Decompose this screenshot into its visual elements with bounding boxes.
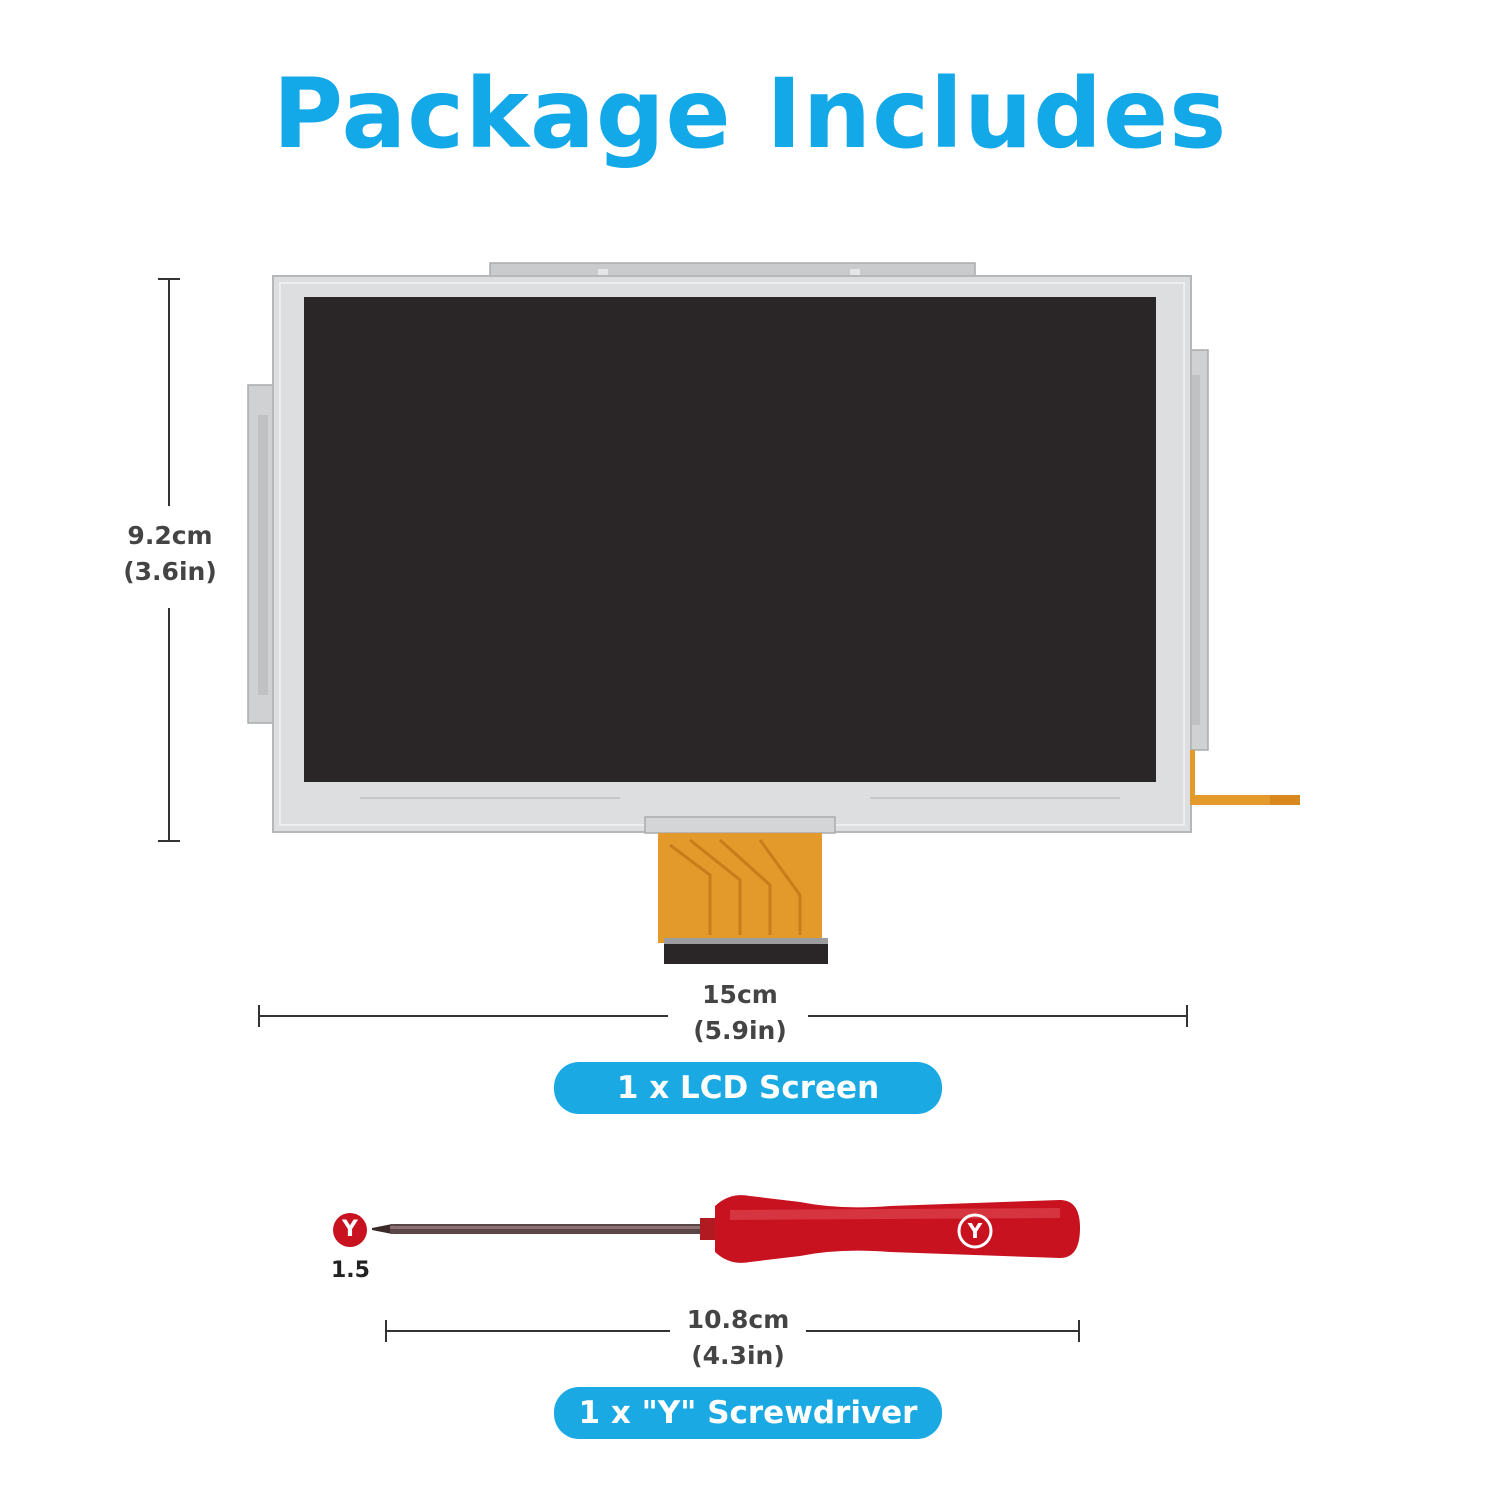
width-dim-cap-right bbox=[1186, 1005, 1188, 1027]
width-dim-label: 15cm (5.9in) bbox=[670, 977, 810, 1049]
height-dim-line-top bbox=[168, 278, 170, 506]
driver-dim-cm: 10.8cm bbox=[686, 1305, 790, 1334]
handle-logo-text: Y bbox=[967, 1219, 983, 1243]
screwdriver-illustration bbox=[372, 1195, 1080, 1263]
width-dim-cm: 15cm bbox=[702, 980, 778, 1009]
y-tip-badge-text: Y bbox=[342, 1217, 358, 1242]
tip-size-label: 1.5 bbox=[331, 1258, 370, 1283]
driver-dim-in: (4.3in) bbox=[691, 1341, 785, 1370]
driver-dim-label: 10.8cm (4.3in) bbox=[670, 1302, 806, 1374]
lcd-screen-illustration bbox=[247, 262, 1300, 964]
height-dim-cm: 9.2cm bbox=[127, 521, 213, 550]
lcd-screen-label: 1 x LCD Screen bbox=[554, 1062, 942, 1114]
width-dim-line-right bbox=[808, 1015, 1188, 1017]
height-dim-in: (3.6in) bbox=[123, 557, 217, 586]
height-dim-line-bottom bbox=[168, 608, 170, 842]
height-dim-cap-bottom bbox=[158, 840, 180, 842]
driver-dim-cap-right bbox=[1078, 1320, 1080, 1342]
driver-dim-line-left bbox=[385, 1330, 670, 1332]
width-dim-in: (5.9in) bbox=[693, 1016, 787, 1045]
height-dim-label: 9.2cm (3.6in) bbox=[100, 518, 240, 590]
driver-dim-line-right bbox=[806, 1330, 1080, 1332]
screwdriver-label: 1 x "Y" Screwdriver bbox=[554, 1387, 942, 1439]
page-title: Package Includes bbox=[272, 58, 1228, 170]
y-tip-badge-icon bbox=[333, 1213, 367, 1247]
width-dim-line-left bbox=[258, 1015, 668, 1017]
